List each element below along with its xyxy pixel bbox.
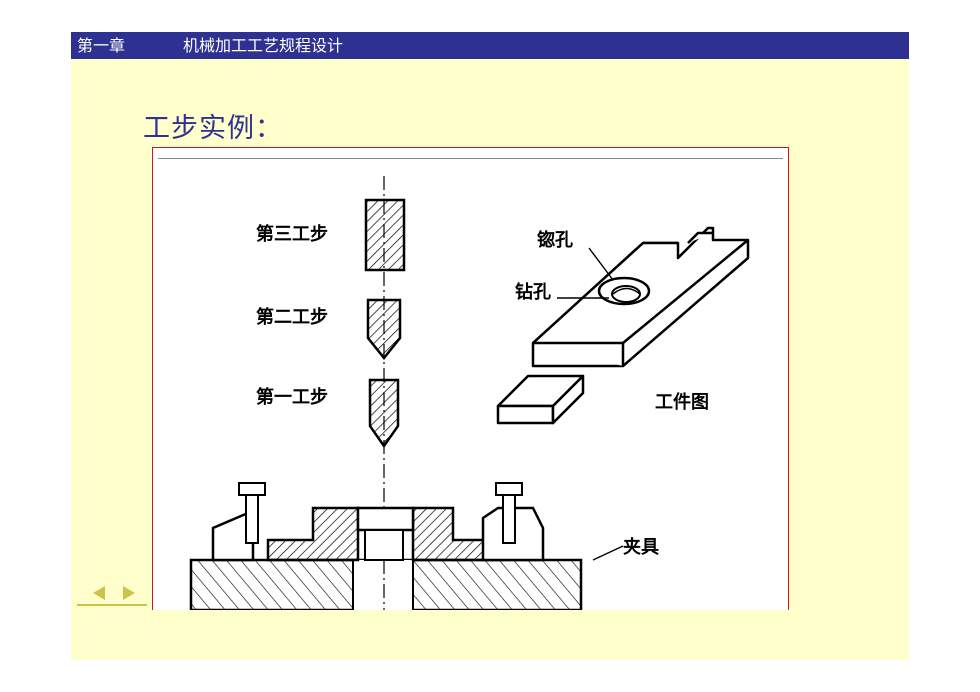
second-step-drill [366, 298, 402, 361]
workpiece-label: 工件图 [655, 392, 709, 413]
chapter-number: 第一章 [77, 36, 126, 55]
chapter-title: 机械加工工艺规程设计 [183, 36, 344, 55]
step2-label: 第二工步 [256, 307, 328, 328]
triangle-left-icon [93, 586, 105, 600]
counterbore-leader [588, 247, 614, 281]
workpiece-hole [597, 276, 651, 306]
triangle-right-icon [123, 586, 135, 600]
navigation-underline [77, 604, 147, 606]
counterbore-label: 锪孔 [537, 230, 573, 251]
step1-label: 第一工步 [256, 387, 328, 408]
counterbore-tool [364, 198, 406, 272]
next-slide-button[interactable] [117, 582, 141, 604]
step3-label: 第三工步 [256, 224, 328, 245]
slide: 第一章 机械加工工艺规程设计 工步实例： [71, 32, 909, 660]
drill-hole-label: 钻孔 [515, 282, 551, 303]
fixture-drawing [189, 482, 624, 610]
slide-heading: 工步实例： [143, 113, 283, 144]
figure-top-rule [158, 158, 783, 159]
process-step-figure: 第三工步 第二工步 第一工步 锪孔 钻孔 工件图 夹具 [152, 147, 789, 610]
workpiece-drawing [496, 226, 750, 425]
fixture-label: 夹具 [623, 537, 659, 558]
slide-navigation [77, 582, 147, 606]
figure-drawing [189, 176, 750, 610]
slide-header-bar: 第一章 机械加工工艺规程设计 [71, 32, 909, 59]
first-step-drill [368, 378, 400, 449]
previous-slide-button[interactable] [87, 582, 111, 604]
